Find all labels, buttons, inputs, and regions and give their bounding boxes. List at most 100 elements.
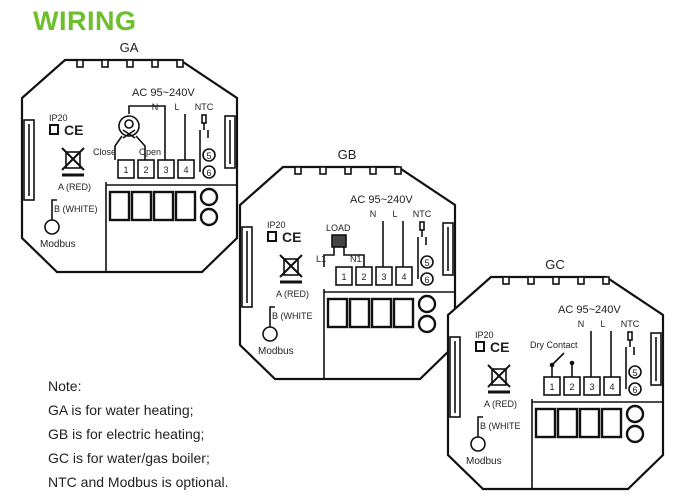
terminal-3 [583,376,601,396]
valve-motor [124,119,134,129]
screw-hole [199,187,219,207]
valve-open-label: Open [139,147,161,157]
ce-mark-icon: CE [64,122,83,138]
neutral-label: N [578,319,585,329]
load-wires [323,247,365,267]
neutral-label: N [152,102,159,112]
load-label: LOAD [326,223,351,233]
modbus-b-label: B (WHITE [272,311,313,321]
ntc-label: NTC [413,209,432,219]
terminal-1 [335,266,353,286]
ntc-pin-number: 5 [206,151,211,161]
ntc-wire [199,123,209,172]
terminal-2 [137,159,155,179]
terminal-3 [157,159,175,179]
modbus-b-label: B (WHITE) [54,204,98,214]
terminal-1 [117,159,135,179]
ntc-pin-number: 5 [632,368,637,378]
ntc-wire [625,340,635,389]
top-tab [319,166,327,175]
ac-voltage-label: AC 95~240V [132,87,195,99]
weee-bin-icon [487,364,511,394]
ntc-pin-5 [628,365,642,379]
note-line: GB is for electric heating; [48,426,205,442]
modbus-wire [51,199,57,220]
modbus-connector-icon [262,326,278,342]
terminal-number: 2 [143,165,148,175]
terminal-block [534,407,557,439]
ip20-square-icon [49,124,59,135]
live-label: L [600,319,605,329]
terminal-number: 4 [183,165,188,175]
weee-bin [283,258,299,276]
ce-mark-icon: CE [282,229,301,245]
top-tab [502,276,510,285]
ce-mark-icon: CE [490,339,509,355]
terminal-4 [177,159,195,179]
terminal-block [152,190,175,222]
ip-rating-label: IP20 [49,113,68,123]
ntc-pin-number: 6 [206,168,211,178]
ip-rating-label: IP20 [267,220,286,230]
notes: Note: GA is for water heating; GB is for… [48,374,229,494]
ac-voltage-label: AC 95~240V [350,194,413,206]
terminal-block [370,297,393,329]
screw-hole [625,424,645,444]
weee-cross [279,254,303,278]
top-tab [394,166,402,175]
valve-close-label: Close [93,147,116,157]
modbus-b-label: B (WHITE [480,421,521,431]
terminal-4 [395,266,413,286]
ntc-pin-5 [202,148,216,162]
terminal-block [600,407,623,439]
top-tab [101,59,109,68]
terminal-block [392,297,415,329]
modbus-label: Modbus [466,456,502,467]
ntc-pin-number: 6 [632,385,637,395]
screw-hole [417,314,437,334]
ac-voltage-label: AC 95~240V [558,304,621,316]
terminal-4 [603,376,621,396]
ntc-pin-6 [420,272,434,286]
top-tab [76,59,84,68]
ip20-square-icon [475,341,485,352]
ntc-pin-number: 5 [424,258,429,268]
terminal-block [578,407,601,439]
terminal-block [556,407,579,439]
terminal-number: 1 [341,272,346,282]
top-tab [527,276,535,285]
top-tab [552,276,560,285]
ntc-wire [417,230,427,279]
weee-cross [487,364,511,388]
top-tab [344,166,352,175]
note-line: GA is for water heating; [48,402,194,418]
terminal-block [108,190,131,222]
screw-hole [417,294,437,314]
terminal-number: 4 [609,382,614,392]
ntc-pin-number: 6 [424,275,429,285]
ip-rating-label: IP20 [475,330,494,340]
terminal-block [326,297,349,329]
terminal-number: 3 [589,382,594,392]
load-heater-icon [331,234,347,248]
modbus-connector-icon [470,436,486,452]
terminal-3 [375,266,393,286]
terminal-number: 3 [163,165,168,175]
weee-cross [61,147,85,171]
ntc-pin-6 [202,165,216,179]
terminal-block [174,190,197,222]
ntc-pin-6 [628,382,642,396]
modbus-label: Modbus [40,239,76,250]
neutral-label: N [370,209,377,219]
terminal-number: 2 [569,382,574,392]
contact-point [569,360,575,366]
top-tab [577,276,585,285]
weee-bin-icon [279,254,303,284]
valve-feed-wire [128,105,166,114]
top-tab [294,166,302,175]
top-tab [176,59,184,68]
modbus-label: Modbus [258,346,294,357]
